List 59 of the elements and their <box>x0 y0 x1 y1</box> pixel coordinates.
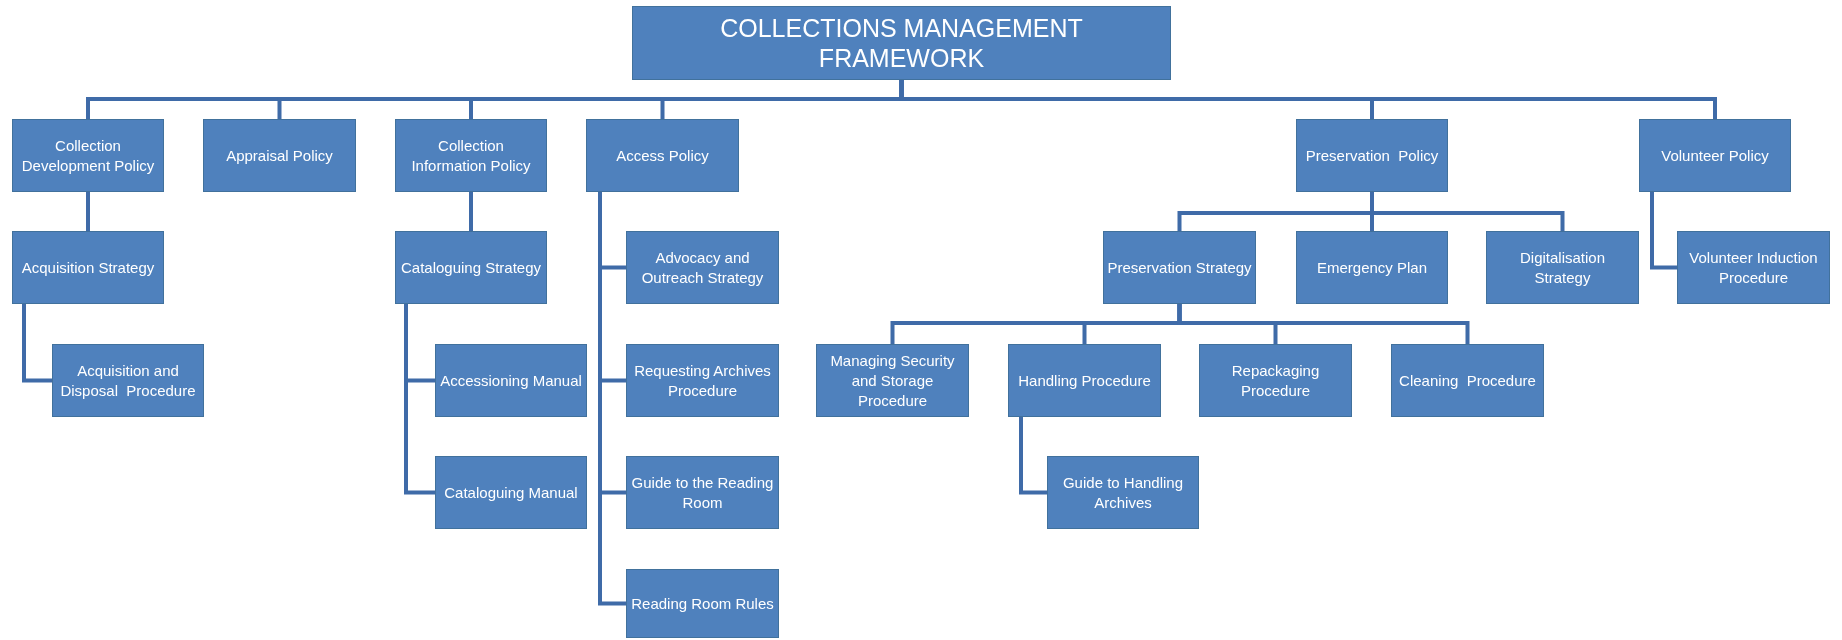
policy-box <box>52 344 204 417</box>
box-label: Repackaging Procedure <box>1230 360 1321 401</box>
box-label: Collection Development Policy <box>20 135 156 176</box>
box-label: Appraisal Policy <box>225 145 334 166</box>
connector-line <box>1177 304 1470 344</box>
policy-box <box>1391 344 1544 417</box>
box-label: Guide to Handling Archives <box>1061 472 1185 513</box>
box-label: Reading Room Rules <box>630 593 775 614</box>
policy-box <box>203 119 356 192</box>
box-label: Digitalisation Strategy <box>1518 247 1606 288</box>
connector-line <box>1370 192 1565 231</box>
policy-box <box>1103 231 1256 304</box>
box-label: Guide to the Reading Room <box>630 472 775 513</box>
box-label: Acquisition Strategy <box>20 257 156 278</box>
box-label: Volunteer Induction Procedure <box>1688 247 1819 288</box>
box-label: Preservation Strategy <box>1106 257 1253 278</box>
connector-line <box>86 192 90 231</box>
policy-box <box>1008 344 1161 417</box>
connector-line <box>22 304 52 383</box>
connector-line <box>1019 417 1047 495</box>
box-label: Emergency Plan <box>1315 257 1429 278</box>
policy-box <box>586 119 739 192</box>
box-label: Acquisition and Disposal Procedure <box>59 360 197 401</box>
box-label: Collection Information Policy <box>410 135 532 176</box>
policy-box <box>435 456 587 529</box>
policy-box <box>1677 231 1830 304</box>
policy-box <box>626 456 779 529</box>
policy-box <box>12 119 164 192</box>
policy-box <box>816 344 969 417</box>
policy-box <box>1199 344 1352 417</box>
policy-box <box>395 231 547 304</box>
title-text: COLLECTIONS MANAGEMENT FRAMEWORK <box>719 13 1084 73</box>
title-box <box>632 6 1171 80</box>
policy-box <box>435 344 587 417</box>
connector-line <box>469 192 473 231</box>
box-label: Requesting Archives Procedure <box>633 360 772 401</box>
policy-box <box>626 569 779 638</box>
connector-line <box>1650 192 1677 270</box>
box-label: Cataloguing Strategy <box>399 257 543 278</box>
box-label: Advocacy and Outreach Strategy <box>640 247 765 288</box>
connector-line <box>598 192 626 606</box>
box-label: Volunteer Policy <box>1660 145 1770 166</box>
policy-box <box>1047 456 1199 529</box>
box-label: Handling Procedure <box>1017 370 1152 391</box>
box-label: Preservation Policy <box>1304 145 1440 166</box>
box-label: Managing Security and Storage Procedure <box>829 350 956 411</box>
connector-line <box>404 304 435 495</box>
policy-box <box>1296 119 1448 192</box>
policy-box <box>1639 119 1791 192</box>
box-label: Cleaning Procedure <box>1398 370 1537 391</box>
box-label: Cataloguing Manual <box>443 482 579 503</box>
policy-box <box>395 119 547 192</box>
policy-box <box>1296 231 1448 304</box>
policy-box <box>12 231 164 304</box>
box-label: Accessioning Manual <box>439 370 583 391</box>
policy-box <box>1486 231 1639 304</box>
policy-box <box>626 231 779 304</box>
box-label: Access Policy <box>615 145 710 166</box>
policy-box <box>626 344 779 417</box>
